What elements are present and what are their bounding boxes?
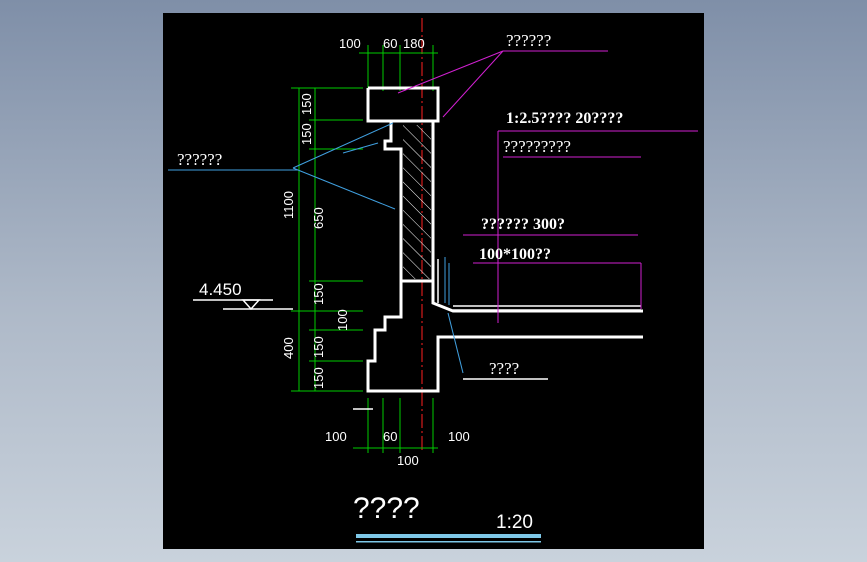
label-bottom-right: ????	[489, 359, 519, 378]
top-dimension	[359, 45, 438, 91]
dim-left-5: 100	[335, 309, 350, 331]
dim-left-2: 150	[299, 123, 314, 145]
bottom-dimension	[353, 398, 438, 453]
dim-left-1: 150	[299, 93, 314, 115]
label-spacing: ?????? 300?	[481, 216, 565, 233]
dim-left-7: 150	[311, 367, 326, 389]
dim-left-6: 150	[311, 336, 326, 358]
cyan-leaders	[292, 122, 464, 374]
dim-left-3: 650	[311, 207, 326, 229]
dim-top-2: 60	[383, 36, 397, 51]
label-top-right: ??????	[506, 31, 551, 50]
section-drawing: 100 60 180 150 150 650 150 100 150 150 1…	[168, 18, 698, 543]
dim-bottom-2: 60	[383, 429, 397, 444]
dim-left-4: 150	[311, 283, 326, 305]
drawing-scale: 1:20	[496, 512, 533, 533]
title-underline-thin	[356, 541, 541, 543]
drawing-title: ????	[353, 492, 420, 525]
dim-outer-1100: 1100	[281, 191, 296, 219]
dim-outer-400: 400	[281, 337, 296, 359]
dim-bottom-1: 100	[325, 429, 347, 444]
magenta-leaders	[397, 50, 698, 323]
title-underline-thick	[356, 534, 541, 538]
label-mortar: 1:2.5???? 20????	[506, 110, 623, 127]
label-beam: 100*100??	[479, 246, 551, 263]
left-dimension-chain	[291, 87, 363, 392]
dim-top-3: 180	[403, 36, 425, 51]
dim-bottom-3: 100	[448, 429, 470, 444]
elevation-marker	[193, 299, 293, 311]
wall-profile	[366, 86, 643, 393]
dim-top-1: 100	[339, 36, 361, 51]
cad-drawing-viewport[interactable]: 100 60 180 150 150 650 150 100 150 150 1…	[163, 13, 704, 549]
dim-bottom-4: 100	[397, 453, 419, 468]
label-left: ??????	[177, 150, 222, 169]
label-layer: ?????????	[503, 137, 571, 156]
elevation-text: 4.450	[199, 280, 242, 299]
